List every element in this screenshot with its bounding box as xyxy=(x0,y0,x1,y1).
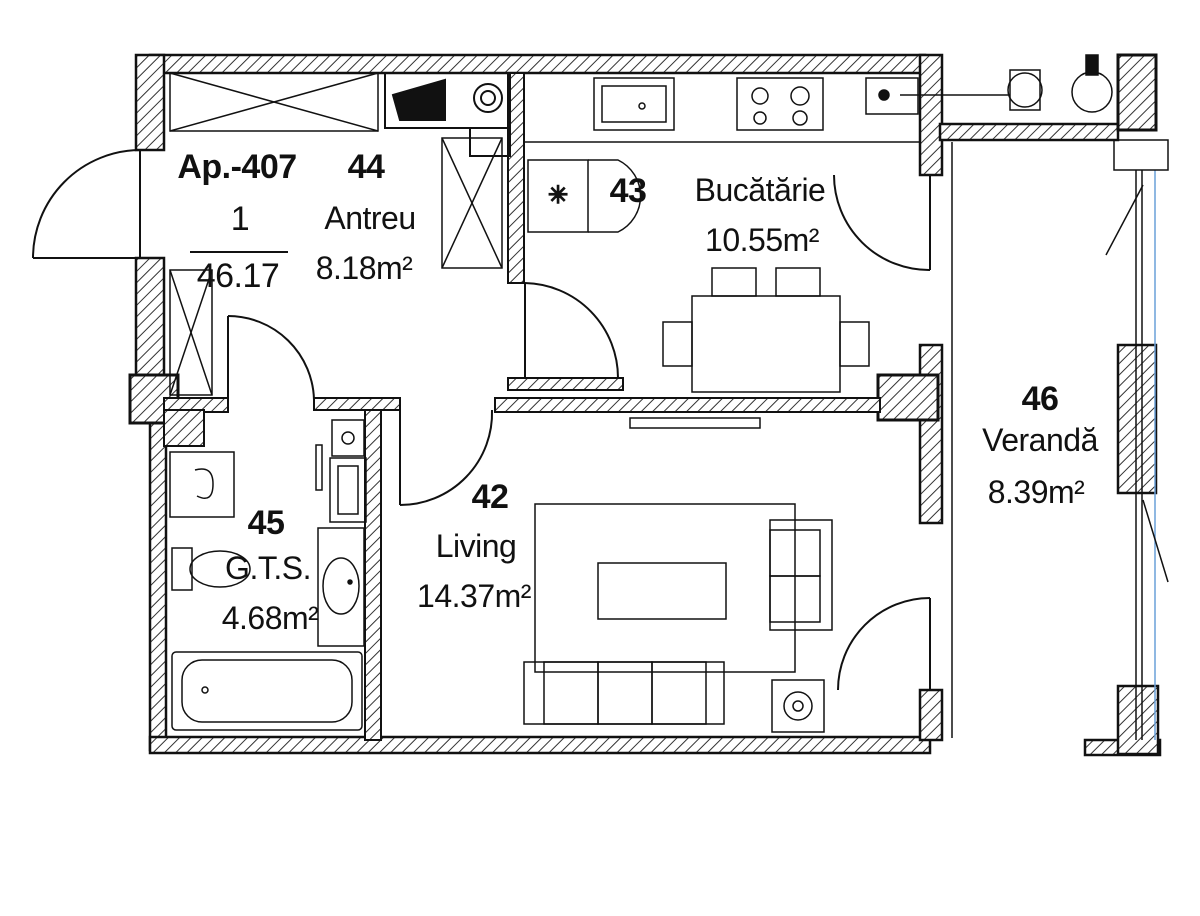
dining-table xyxy=(662,267,870,393)
veranda-glazing xyxy=(951,54,1169,740)
room-number-gts: 45 xyxy=(247,504,285,542)
apartment-code: Ap.-407 xyxy=(177,148,297,186)
apartment-rooms: 1 xyxy=(230,200,250,238)
room-name-living: Living xyxy=(435,528,517,564)
room-name-veranda: Verandă xyxy=(982,422,1098,458)
exterior-walls xyxy=(134,53,1162,757)
interior-doors xyxy=(227,282,931,691)
kitchen-counter: ✳ xyxy=(524,77,1010,233)
structural-columns xyxy=(128,53,1158,425)
room-area-antreu: 8.18m² xyxy=(315,250,413,286)
bathroom-fixtures xyxy=(169,419,367,731)
wardrobe xyxy=(169,72,503,396)
living-furniture xyxy=(523,417,833,733)
technical-shafts xyxy=(384,72,511,157)
room-name-bucatarie: Bucătărie xyxy=(694,172,826,208)
room-name-antreu: Antreu xyxy=(324,200,416,236)
entry-door xyxy=(32,149,141,259)
interior-walls xyxy=(163,72,881,741)
svg-text:✳: ✳ xyxy=(548,182,568,209)
room-number-living: 42 xyxy=(471,478,509,516)
room-name-gts: G.T.S. xyxy=(225,550,311,586)
room-area-living: 14.37m² xyxy=(417,578,531,614)
room-number-antreu: 44 xyxy=(347,148,385,186)
room-number-bucatarie: 43 xyxy=(609,172,647,210)
room-number-veranda: 46 xyxy=(1021,380,1059,418)
room-area-bucatarie: 10.55m² xyxy=(705,222,819,258)
kitchen-door xyxy=(833,174,931,272)
room-area-gts: 4.68m² xyxy=(221,600,319,636)
apartment-total-area: 46.17 xyxy=(196,257,280,295)
room-area-veranda: 8.39m² xyxy=(987,474,1085,510)
